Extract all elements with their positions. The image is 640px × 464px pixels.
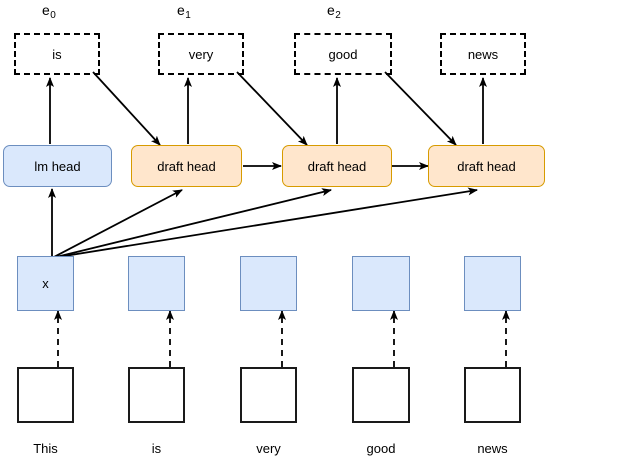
edge-token-very-to-draft2 (236, 71, 308, 146)
state-box-1[interactable] (128, 256, 185, 311)
e-label-2: e2 (327, 2, 341, 21)
edge-token-good-to-draft3 (384, 71, 457, 146)
state-box-0-label: x (42, 276, 49, 291)
e-label-2-base: e (327, 2, 335, 18)
e-label-1-sub: 1 (185, 10, 191, 21)
e-label-1: e1 (177, 2, 191, 21)
lm-head-label: lm head (34, 158, 81, 174)
e-label-0: e0 (42, 2, 56, 21)
state-box-3[interactable] (352, 256, 410, 311)
token-box-good[interactable]: good (294, 33, 392, 75)
token-box-is-label: is (52, 46, 62, 62)
input-box-1[interactable] (128, 367, 185, 423)
input-box-4[interactable] (464, 367, 521, 423)
draft-head-box-1[interactable]: draft head (131, 145, 242, 187)
edge-x-to-draft3 (51, 187, 478, 259)
word-label-news: news (477, 441, 508, 456)
e-label-0-sub: 0 (50, 10, 56, 21)
e-label-1-base: e (177, 2, 185, 18)
state-box-4[interactable] (464, 256, 521, 311)
e-label-0-base: e (42, 2, 50, 18)
word-label-is: is (151, 441, 162, 456)
word-label-this: This (33, 441, 58, 456)
token-box-good-label: good (328, 46, 358, 62)
input-box-3[interactable] (352, 367, 410, 423)
draft-head-box-3[interactable]: draft head (428, 145, 545, 187)
word-label-good: good (366, 441, 396, 456)
input-box-2[interactable] (240, 367, 297, 423)
token-box-news-label: news (467, 46, 499, 62)
token-box-news[interactable]: news (440, 33, 526, 75)
lm-head-box[interactable]: lm head (3, 145, 112, 187)
draft-head-label-2: draft head (307, 158, 367, 174)
token-box-very-label: very (188, 46, 214, 62)
token-box-is[interactable]: is (14, 33, 100, 75)
edge-token-is-to-draft1 (92, 71, 161, 146)
input-box-0[interactable] (17, 367, 74, 423)
state-box-0[interactable]: x (17, 256, 74, 311)
edge-x-to-draft1 (51, 189, 183, 259)
draft-head-box-2[interactable]: draft head (282, 145, 392, 187)
edge-x-to-draft2 (51, 188, 332, 259)
draft-head-label-3: draft head (457, 158, 516, 174)
word-label-very: very (256, 441, 281, 456)
token-box-very[interactable]: very (158, 33, 244, 75)
draft-head-label-1: draft head (157, 158, 216, 174)
e-label-2-sub: 2 (335, 10, 341, 21)
state-box-2[interactable] (240, 256, 297, 311)
